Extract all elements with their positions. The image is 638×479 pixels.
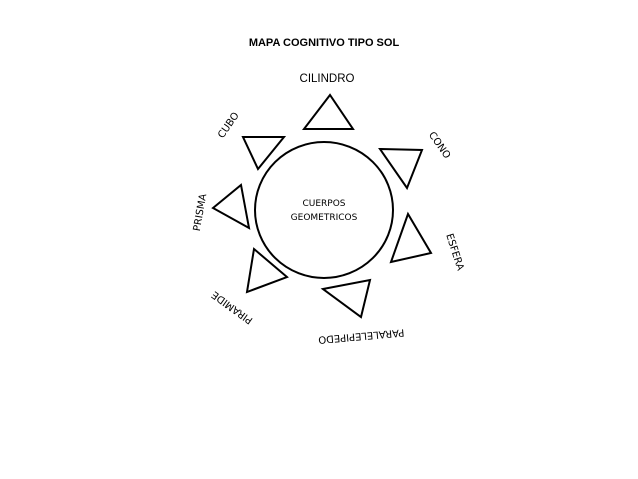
ray-label-piramide: PIRAMIDE	[210, 288, 255, 325]
ray-label-cono: CONO	[426, 130, 452, 161]
ray-triangle-esfera	[389, 211, 433, 264]
diagram-title: MAPA COGNITIVO TIPO SOL	[249, 37, 400, 49]
center-label-line2: GEOMETRICOS	[291, 213, 358, 223]
ray-label-paralelepipedo: PARALELEPIPEDO	[318, 326, 405, 344]
center-circle	[254, 141, 394, 279]
ray-label-prisma: PRISMA	[192, 193, 209, 232]
ray-triangle-cilindro	[301, 93, 355, 130]
ray-label-cilindro: CILINDRO	[300, 73, 355, 85]
ray-triangle-prisma	[211, 183, 251, 230]
ray-label-cubo: CUBO	[216, 110, 242, 140]
ray-triangle-cubo	[241, 136, 287, 171]
ray-triangle-piramide	[245, 247, 289, 294]
ray-triangle-cono	[378, 147, 424, 191]
ray-triangle-paralelepipedo	[320, 278, 372, 319]
center-label-line1: CUERPOS	[302, 199, 345, 209]
ray-label-esfera: ESFERA	[443, 232, 465, 272]
